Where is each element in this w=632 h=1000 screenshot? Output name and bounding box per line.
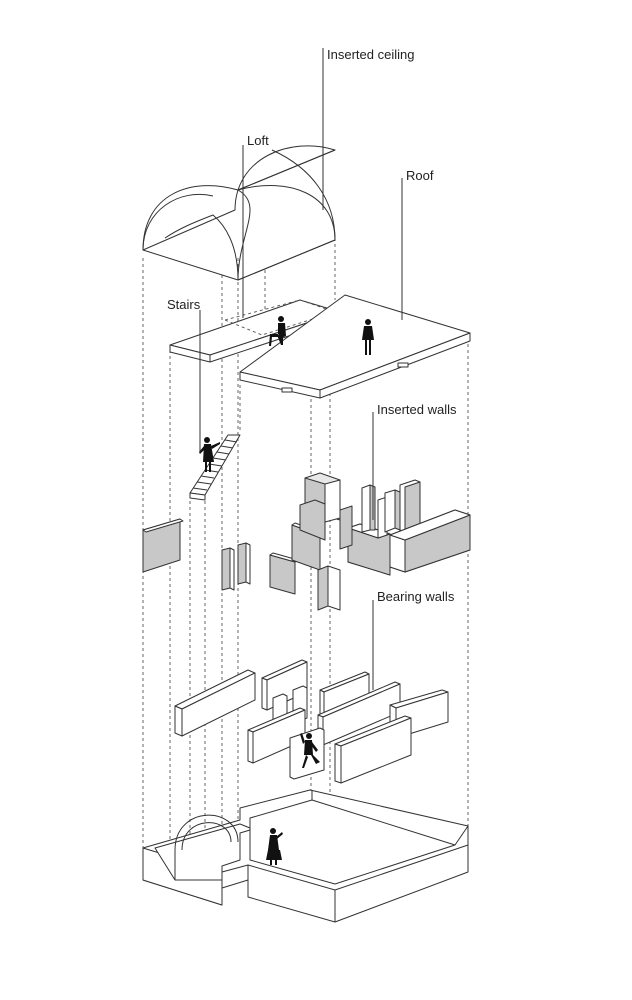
leader-lines — [199, 48, 403, 690]
label-inserted-ceiling: Inserted ceiling — [327, 47, 415, 62]
roof-slab — [239, 294, 471, 399]
person-sitting-icon — [269, 316, 286, 346]
person-ground-icon — [266, 828, 283, 865]
ground-floor-base — [142, 789, 469, 923]
label-stairs: Stairs — [167, 297, 201, 312]
person-on-stairs-icon — [199, 437, 220, 472]
person-standing-roof-icon — [362, 319, 374, 355]
label-loft: Loft — [247, 133, 269, 148]
inserted-ceiling-vault — [142, 145, 336, 281]
inserted-walls — [142, 472, 471, 611]
label-bearing-walls: Bearing walls — [377, 589, 455, 604]
bearing-walls — [174, 659, 449, 784]
person-in-doorway-icon — [300, 733, 320, 768]
label-roof: Roof — [406, 168, 434, 183]
label-inserted-walls: Inserted walls — [377, 402, 457, 417]
stairs — [189, 434, 241, 501]
